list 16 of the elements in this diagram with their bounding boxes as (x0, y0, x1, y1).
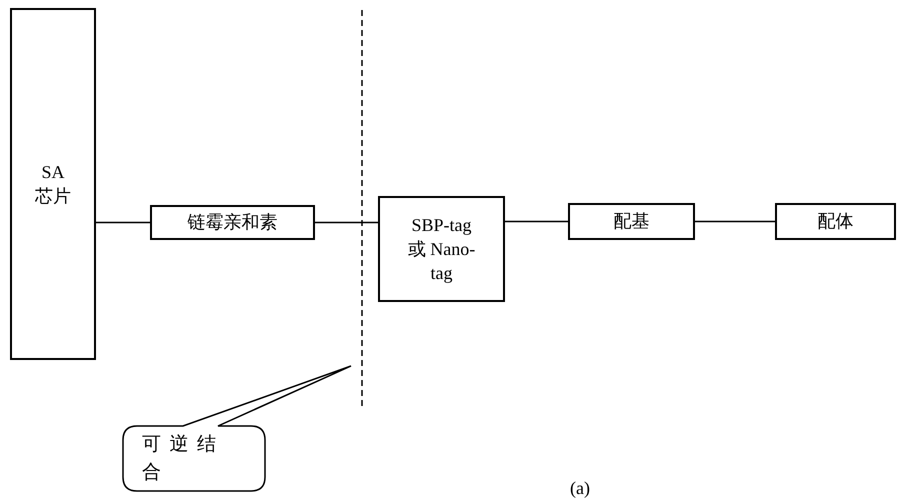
connector-line (695, 220, 775, 222)
process-box (775, 203, 896, 240)
node-label: 配基 (614, 210, 650, 234)
chip-bar (10, 8, 96, 360)
connector-line (315, 222, 378, 224)
process-box (568, 203, 695, 240)
callout-text: 可逆结合 (142, 433, 226, 485)
figure-label: (a) (570, 477, 590, 500)
process-box (150, 205, 315, 240)
node-label: 配体 (818, 210, 854, 234)
connector-line (96, 222, 150, 224)
process-box (378, 196, 505, 302)
connector-line (505, 220, 568, 222)
node-label: 链霉亲和素 (188, 211, 278, 234)
node-label: SBP-tag 或 Nano-tag (406, 214, 476, 286)
node-label: SA 芯片 (34, 160, 72, 208)
